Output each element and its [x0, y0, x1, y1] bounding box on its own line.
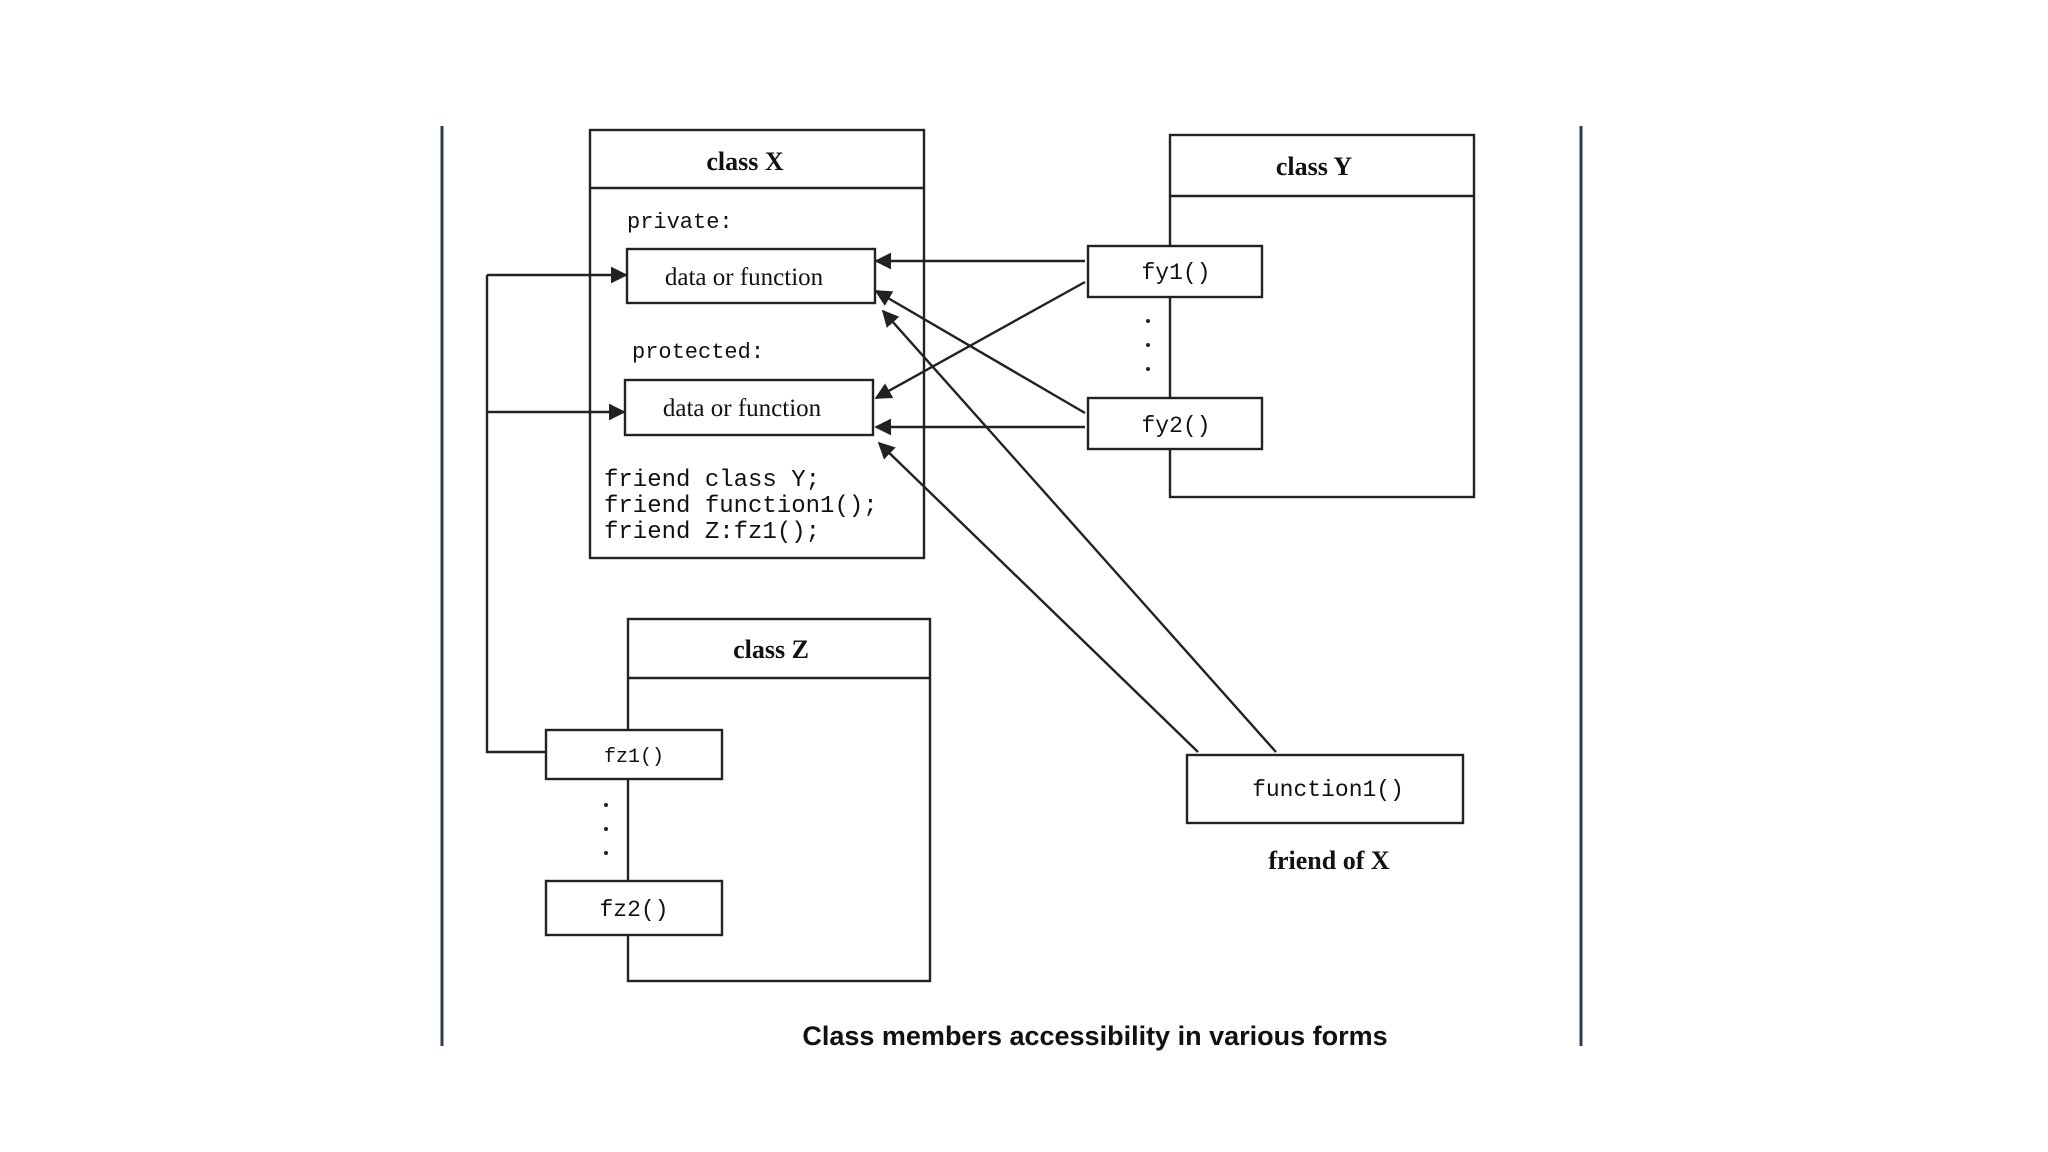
bracket-fz1-access	[485, 275, 546, 754]
arrow-function1-to-protected	[877, 441, 1199, 753]
class-y-title: class Y	[1276, 152, 1353, 181]
private-member-label: data or function	[665, 264, 824, 291]
private-member-box: data or function	[625, 247, 877, 305]
fy1-label: fy1()	[1141, 260, 1210, 286]
arrow-function1-to-private	[881, 309, 1277, 753]
fz-ellipsis	[604, 803, 608, 855]
function1-caption: friend of X	[1268, 846, 1390, 875]
class-x-title: class X	[706, 147, 784, 176]
protected-member-label: data or function	[663, 395, 822, 422]
private-label: private:	[627, 210, 733, 235]
figure-caption: Class members accessibility in various f…	[802, 1021, 1387, 1051]
class-z-title: class Z	[733, 635, 809, 664]
fz2-label: fz2()	[599, 897, 668, 923]
friend-decl-fz1: friend Z:fz1();	[604, 519, 820, 546]
arrow-fy2-to-private	[874, 289, 1086, 415]
fz2-box: fz2()	[544, 879, 724, 937]
protected-label: protected:	[632, 340, 764, 365]
fz1-box: fz1()	[544, 728, 724, 781]
fy2-box: fy2()	[1086, 396, 1264, 451]
class-x-box: class X private: data or function protec…	[588, 128, 926, 560]
function1-box: function1()	[1185, 753, 1465, 825]
friend-decl-function1: friend function1();	[604, 493, 878, 520]
fy-ellipsis	[1146, 319, 1150, 371]
fy2-label: fy2()	[1141, 413, 1210, 439]
function1-label: function1()	[1252, 777, 1404, 803]
protected-member-box: data or function	[623, 378, 875, 437]
arrow-fy1-to-protected	[874, 280, 1086, 400]
fz1-label: fz1()	[604, 746, 664, 769]
fy1-box: fy1()	[1086, 244, 1264, 299]
friend-decl-class-y: friend class Y;	[604, 467, 820, 494]
